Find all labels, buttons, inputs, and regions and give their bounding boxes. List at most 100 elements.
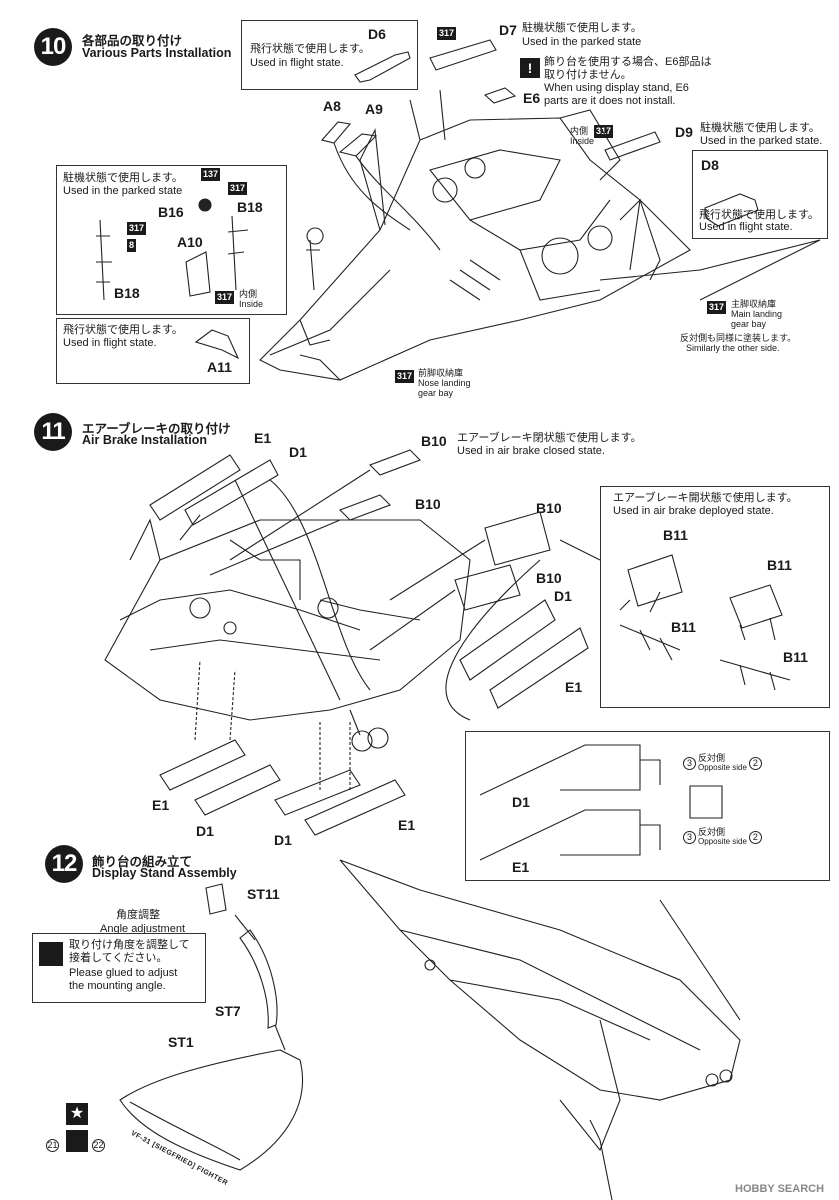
parked-note-en: Used in the parked state [63, 185, 183, 197]
ref-num-3-lower: 3 [683, 830, 696, 844]
step-11-title-en: Air Brake Installation [82, 433, 208, 447]
paint-317-b18: 317 [127, 222, 147, 235]
label-e1-top: E1 [254, 430, 272, 446]
decal-num-21: 21 [46, 1138, 59, 1152]
main-gear-note-jp: 反対側も同様に塗装します。 [680, 333, 797, 343]
ref-num-3: 3 [683, 756, 696, 770]
glue-note-en2: the mounting angle. [69, 980, 166, 992]
glue-note-jp2: 接着してください。 [69, 952, 168, 964]
side-box-d1: D1 [512, 794, 530, 810]
decal-num-22: 22 [92, 1138, 105, 1152]
paint-317-main-gear: 317 [707, 301, 727, 314]
e6-note-jp2: 取り付けません。 [544, 69, 632, 81]
roundel-decal-icon [66, 1130, 88, 1152]
step12-aircraft [339, 859, 741, 1200]
step-11-title-jp: エアーブレーキの取り付け [82, 422, 231, 436]
part-label-d6: D6 [368, 26, 386, 42]
glue-note-jp1: 取り付け角度を調整して [69, 939, 190, 951]
part-label-b10-closed: B10 [421, 433, 447, 449]
a11-flight-box: 飛行状態で使用します。 Used in flight state. A11 [56, 318, 250, 384]
main-gear-note-en: Similarly the other side. [686, 343, 780, 353]
label-b10-mid: B10 [415, 496, 441, 512]
opposite-jp-lower: 反対側 [698, 827, 726, 837]
part-label-a9: A9 [365, 101, 383, 117]
parked-state-box: 駐機状態で使用します。 Used in the parked state 137… [56, 165, 287, 315]
step-12-title-en: Display Stand Assembly [92, 866, 237, 880]
ref-num-2-lower: 2 [748, 830, 762, 844]
part-label-d7: D7 [499, 22, 517, 38]
e6-note-en1: When using display stand, E6 [544, 82, 689, 94]
part-label-e6: E6 [523, 90, 541, 106]
d8-note-jp: 飛行状態で使用します。 [699, 209, 819, 221]
d9-part [604, 131, 661, 161]
part-label-b11-3: B11 [671, 619, 696, 635]
part-label-a10: A10 [177, 234, 203, 250]
e6-note-jp1: 飾り台を使用する場合、E6部品は [544, 56, 712, 68]
a11-note-en: Used in flight state. [63, 337, 157, 349]
d9-inside-jp: 内側 [570, 126, 589, 136]
caution-icon: ! [520, 58, 540, 78]
nose-gear-en2: gear bay [418, 388, 454, 398]
part-label-a11: A11 [207, 359, 232, 375]
d9-note-jp: 駐機状態で使用します。 [700, 122, 820, 134]
step-10-number: 10 [34, 28, 72, 66]
side-ref-upper: 3 反対側 Opposite side 2 [683, 754, 762, 772]
d9-note-en: Used in the parked state. [700, 135, 823, 147]
label-d1-bottom-mid: D1 [274, 832, 292, 848]
part-label-b18-top: B18 [237, 199, 263, 215]
a10-inside-jp: 内側 [239, 289, 258, 299]
a10-inside-en: Inside [239, 299, 264, 309]
opposite-en-lower: Opposite side [698, 837, 747, 846]
label-b10-right2: B10 [536, 570, 562, 586]
a11-part [194, 329, 240, 360]
paint-137: 137 [201, 168, 221, 181]
deployed-note-jp: エアーブレーキ開状態で使用します。 [613, 492, 798, 504]
label-e1-bottom-mid: E1 [398, 817, 416, 833]
glue-note-box: 取り付け角度を調整して 接着してください。 Please glued to ad… [32, 933, 206, 1003]
step-12-number: 12 [45, 845, 83, 883]
a8-part [320, 121, 352, 144]
paint-317-b16: 317 [228, 182, 248, 195]
d8-part [704, 193, 759, 227]
step-11-number: 11 [34, 413, 72, 451]
nose-gear-jp: 前脚収納庫 [418, 368, 464, 378]
part-label-a8: A8 [323, 98, 341, 114]
label-e1-bottom-left: E1 [152, 797, 170, 813]
part-label-st1: ST1 [168, 1034, 194, 1050]
opposite-jp: 反対側 [698, 753, 726, 763]
label-d1-top: D1 [289, 444, 307, 460]
paint-317-nose-gear: 317 [395, 370, 415, 383]
b10-closed-jp: エアーブレーキ閉状態で使用します。 [457, 432, 642, 444]
air-brake-deployed-box: エアーブレーキ開状態で使用します。 Used in air brake depl… [600, 486, 830, 708]
main-gear-en1: Main landing [731, 309, 783, 319]
opposite-en: Opposite side [698, 763, 747, 772]
side-box-e1: E1 [512, 859, 530, 875]
star-decal-icon: ★ [66, 1103, 88, 1125]
angle-jp: 角度調整 [116, 909, 160, 921]
step-12-title-jp: 飾り台の組み立て [92, 855, 193, 869]
step11-aircraft [104, 514, 471, 752]
step-10-title-jp: 各部品の取り付け [82, 34, 183, 48]
label-d1-right: D1 [554, 588, 572, 604]
paint-317-d7: 317 [437, 27, 457, 40]
b10-closed-en: Used in air brake closed state. [457, 445, 605, 457]
paint-8: 8 [127, 239, 137, 252]
d6-part [354, 51, 411, 83]
watermark: HOBBY SEARCH [735, 1183, 825, 1195]
main-gear-en2: gear bay [731, 319, 767, 329]
glue-note-en1: Please glued to adjust [69, 967, 178, 979]
side-ref-lower: 3 反対側 Opposite side 2 [683, 828, 762, 846]
d6-note-en: Used in flight state. [250, 57, 344, 69]
main-gear-jp: 主脚収納庫 [731, 299, 777, 309]
nose-gear-en1: Nose landing [418, 378, 471, 388]
part-label-d8: D8 [701, 157, 719, 173]
d7-part [429, 39, 497, 71]
parked-note-jp: 駐機状態で使用します。 [63, 172, 183, 184]
part-label-b11-2: B11 [767, 557, 792, 573]
label-b10-right: B10 [536, 500, 562, 516]
paint-317-a10: 317 [215, 291, 235, 304]
glue-tube-icon [39, 942, 63, 966]
d6-note-jp: 飛行状態で使用します。 [250, 43, 370, 55]
d7-note-jp: 駐機状態で使用します。 [522, 22, 642, 34]
